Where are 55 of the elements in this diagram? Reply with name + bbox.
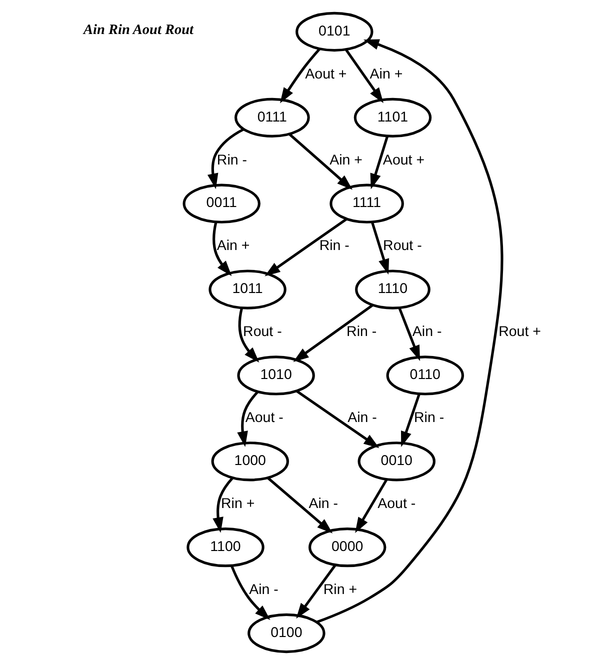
arrow bbox=[238, 308, 260, 362]
node-ellipse: 0100 bbox=[248, 613, 326, 654]
edge-label: Ain - bbox=[348, 410, 377, 426]
edge-label: Aout - bbox=[245, 410, 284, 426]
edge-label: Rin - bbox=[319, 238, 350, 254]
arrow bbox=[264, 218, 348, 276]
edge-label: Ain - bbox=[249, 582, 278, 598]
arrow bbox=[212, 222, 232, 276]
edge-label: Aout - bbox=[378, 496, 416, 512]
edge-label: Rin - bbox=[346, 324, 377, 340]
arrow bbox=[316, 39, 504, 624]
edge-label: Rin - bbox=[216, 152, 248, 168]
arrow bbox=[267, 476, 333, 534]
edge-label: Rout - bbox=[243, 324, 282, 340]
node-ellipse: 1100 bbox=[186, 527, 264, 568]
edge-label: Rin - bbox=[414, 410, 444, 426]
arrow bbox=[237, 391, 259, 447]
arrow bbox=[230, 565, 270, 620]
edge-label: Ain + bbox=[216, 238, 250, 254]
label: Ain Rin Aout Rout bbox=[84, 22, 194, 38]
node-ellipse: 1000 bbox=[211, 442, 289, 482]
node-ellipse: 1101 bbox=[354, 98, 432, 138]
edge-label: Rin + bbox=[220, 496, 255, 512]
arrow bbox=[288, 133, 353, 190]
edge-label: Aout + bbox=[382, 152, 425, 168]
node-ellipse: 1111 bbox=[330, 184, 404, 224]
node-ellipse: 0000 bbox=[308, 527, 386, 568]
arrow bbox=[355, 478, 388, 533]
edge-label: Ain - bbox=[308, 496, 338, 512]
node-ellipse: 1010 bbox=[237, 356, 315, 396]
node-ellipse: 0110 bbox=[386, 356, 464, 396]
arrow bbox=[370, 135, 389, 190]
arrow bbox=[296, 564, 336, 619]
arrow bbox=[344, 48, 384, 104]
arrow bbox=[280, 48, 321, 104]
edge-label: Rin + bbox=[323, 582, 358, 598]
edge-label: Ain - bbox=[412, 324, 442, 340]
arrow bbox=[296, 390, 380, 448]
edge-label: Aout + bbox=[305, 66, 347, 82]
arrow bbox=[212, 477, 234, 533]
node-ellipse: 0111 bbox=[234, 98, 310, 138]
node-ellipse: 0010 bbox=[358, 442, 436, 482]
edge-label: Rout - bbox=[383, 238, 422, 254]
arrow bbox=[401, 393, 421, 447]
arrow bbox=[207, 128, 244, 190]
edge-label: Ain + bbox=[370, 66, 403, 82]
node-ellipse: 0011 bbox=[182, 184, 260, 224]
arrow bbox=[370, 221, 390, 275]
node-ellipse: 0101 bbox=[296, 12, 374, 52]
node-ellipse: 1011 bbox=[208, 270, 286, 310]
arrow bbox=[398, 307, 420, 361]
edge-label: Ain + bbox=[330, 152, 363, 168]
edge-label: Rout + bbox=[498, 324, 541, 340]
arrow bbox=[293, 304, 374, 362]
node-ellipse: 1110 bbox=[355, 270, 430, 310]
